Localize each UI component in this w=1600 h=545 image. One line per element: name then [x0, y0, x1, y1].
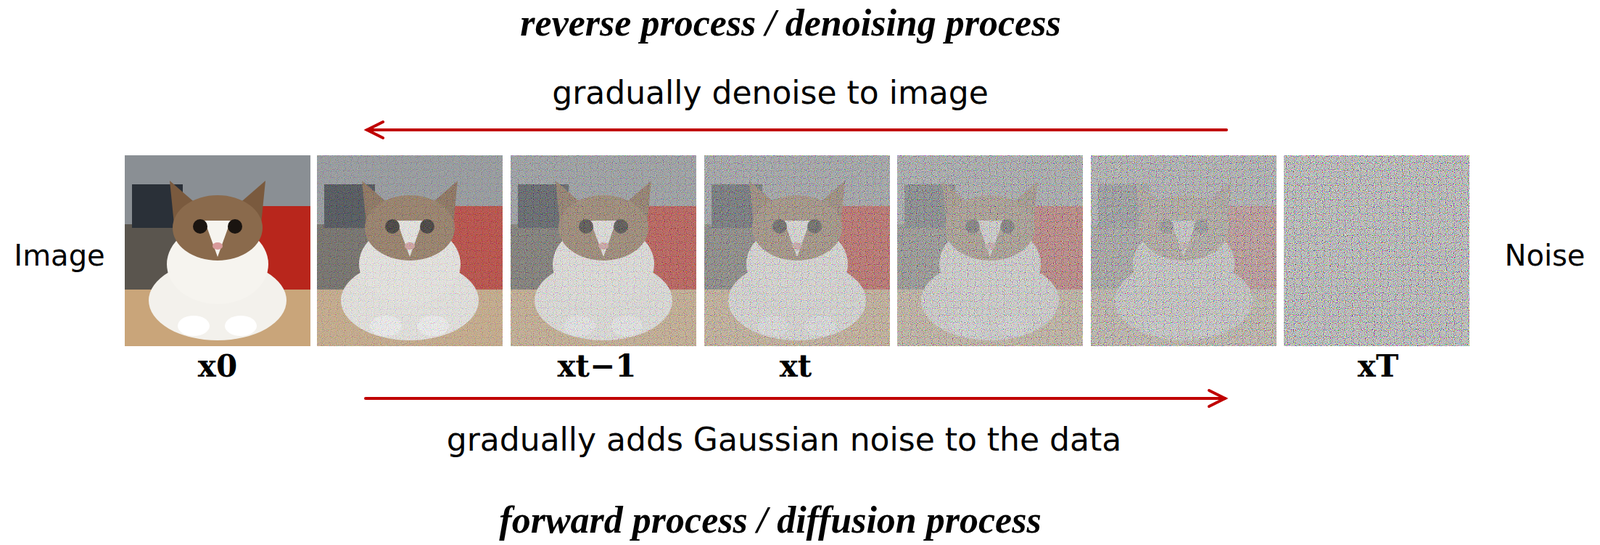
end-label: Noise [1504, 238, 1586, 272]
process-title: forward process / diffusion process [499, 498, 1041, 542]
process-arrow [365, 121, 1227, 407]
image-strip [124, 155, 1470, 346]
end-label: Image [13, 238, 105, 272]
arrow-caption: gradually adds Gaussian noise to the dat… [446, 420, 1122, 458]
process-title: reverse process / denoising process [520, 1, 1061, 45]
step-symbol: xT [1357, 348, 1399, 384]
arrow-caption: gradually denoise to image [551, 73, 988, 111]
step-symbol: xt−1 [557, 348, 637, 384]
step-symbol: xt [779, 348, 812, 384]
step-symbol: x0 [198, 348, 238, 384]
